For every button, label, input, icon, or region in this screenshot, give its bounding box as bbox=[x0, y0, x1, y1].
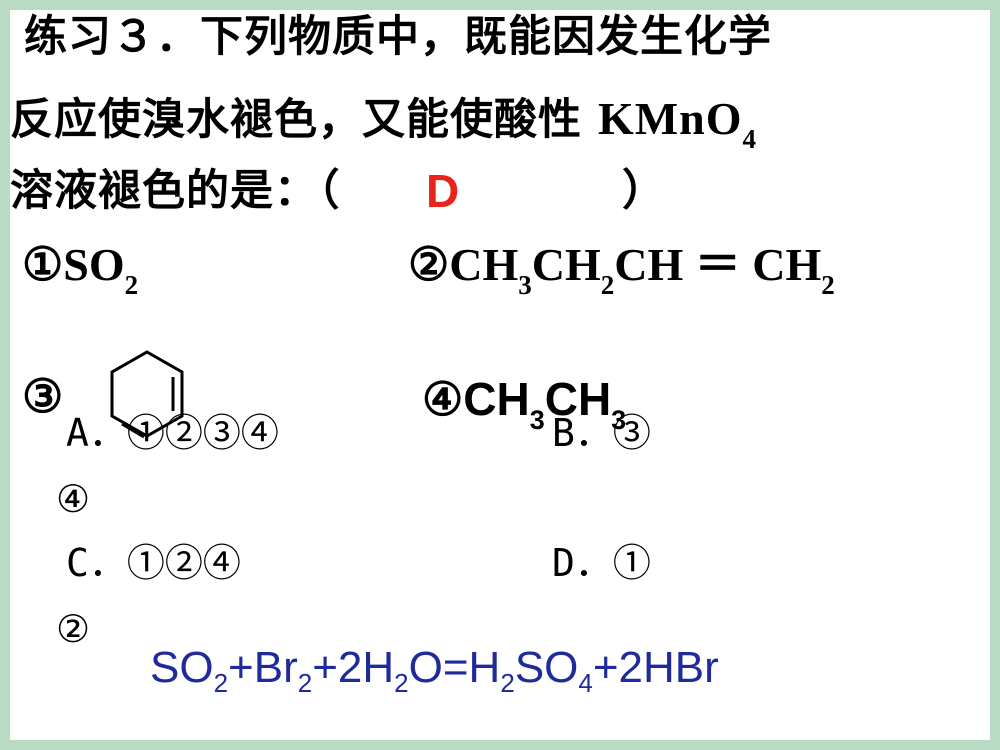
option-d-continued: ② bbox=[56, 607, 91, 651]
answer-mark: D bbox=[426, 165, 460, 217]
item-1-so2: ①SO2 bbox=[22, 239, 139, 300]
option-a: A．①②③④ bbox=[66, 411, 279, 455]
question-close-paren: ） bbox=[622, 166, 666, 216]
item-4-ethane: ④CH3CH3 bbox=[422, 373, 627, 435]
reaction-equation: SO2+Br2+2H2O=H2SO4+2HBr bbox=[150, 643, 719, 698]
option-c: C．①②④ bbox=[66, 541, 241, 585]
kmno4-formula: KMnO4 bbox=[597, 93, 758, 154]
question-line-3: 溶液褪色的是：（ bbox=[10, 166, 341, 216]
item-2-butene: ②CH3CH2CH ＝ CH2 bbox=[408, 239, 835, 300]
item-3-label: ③ bbox=[22, 371, 64, 422]
slide: 练习３．下列物质中，既能因发生化学 反应使溴水褪色，又能使酸性 KMnO4 溶液… bbox=[10, 10, 990, 740]
question-line-1: 练习３．下列物质中，既能因发生化学 bbox=[24, 12, 772, 62]
option-b-continued: ④ bbox=[56, 477, 91, 521]
option-d: D．① bbox=[552, 541, 651, 585]
question-line-2: 反应使溴水褪色，又能使酸性 KMnO4 bbox=[10, 93, 758, 154]
cyclohexadiene-structure-icon bbox=[110, 350, 184, 439]
option-b: B．③ bbox=[552, 411, 651, 455]
